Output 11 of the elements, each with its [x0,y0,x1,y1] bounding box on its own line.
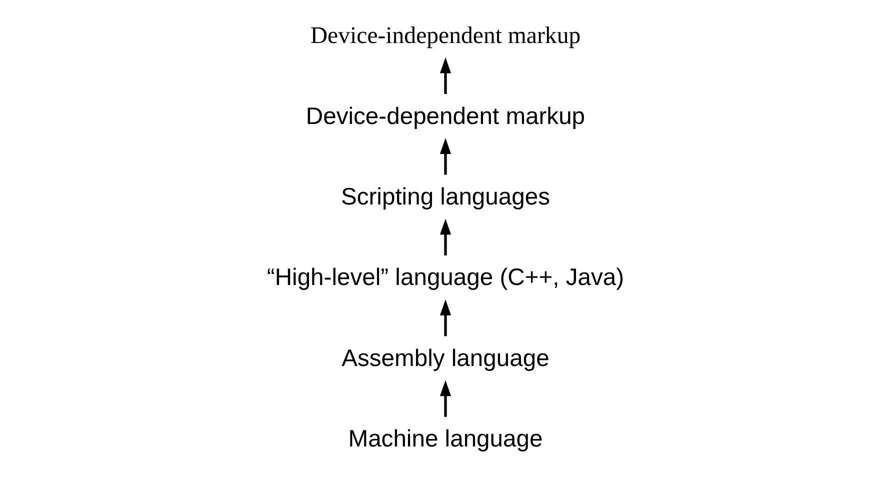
node-text: Assembly language [342,344,550,372]
arrow [440,138,452,175]
node-text: Machine language [348,426,543,453]
arrow [440,380,452,417]
arrow [440,57,452,94]
node-text: Scripting languages [340,183,550,210]
node-text: Device-dependent markup [306,102,586,130]
arrow [440,299,452,336]
node-text: Device-independent markup [310,23,581,50]
arrow [440,218,452,256]
node-text: “High-level” language (C++, Java) [266,264,624,292]
